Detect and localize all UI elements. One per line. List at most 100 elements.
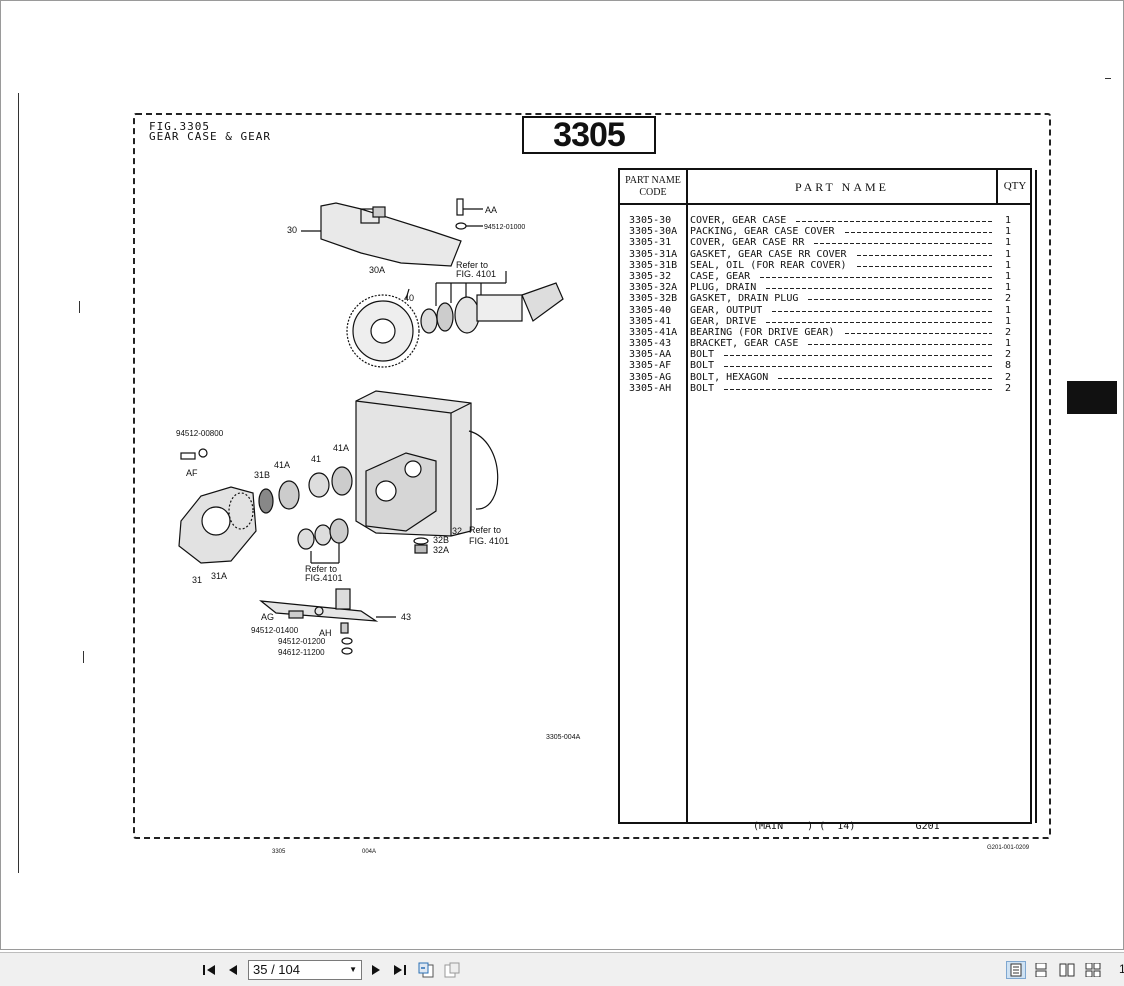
callout-refer-fig4101-top-2: FIG. 4101: [456, 269, 496, 279]
part-name: GASKET, GEAR CASE RR COVER: [690, 248, 847, 260]
part-qty: 2: [1004, 371, 1012, 383]
part-code: 3305-32B: [629, 293, 678, 305]
sheet-mark-bottom-right: G201-001-0209: [987, 845, 1030, 851]
leader-dashes: [724, 360, 992, 372]
callout-32: 32: [452, 526, 462, 536]
part-qty: 8: [1004, 360, 1012, 372]
skip-last-icon: [394, 965, 406, 975]
callout-refer-fig4101-top-1: Refer to: [456, 260, 488, 270]
callout-31b: 31B: [254, 470, 270, 480]
table-row: 3305-31A GASKET, GEAR CASE RR COVER 1: [620, 248, 1030, 260]
part-name: BOLT: [690, 360, 715, 372]
triangle-left-icon: [229, 965, 237, 975]
continuous-pages-icon: [1035, 963, 1047, 977]
part-code: 3305-41A: [629, 326, 678, 338]
triangle-right-icon: [372, 965, 380, 975]
table-right-border: [1035, 170, 1037, 823]
leader-dashes: [845, 326, 992, 338]
continuous-facing-icon: [1085, 963, 1101, 977]
callout-41a-left: 41A: [274, 460, 290, 470]
callout-30a: 30A: [369, 265, 385, 275]
facing-pages-icon: [1059, 963, 1075, 977]
next-view-icon: [444, 962, 460, 978]
part-qty: 1: [1004, 270, 1012, 282]
go-back-view-button[interactable]: [417, 961, 435, 979]
part-name: PLUG, DRAIN: [690, 282, 757, 294]
part-code: 3305-31A: [629, 248, 678, 260]
callout-aa: AA: [485, 205, 497, 215]
part-qty: 2: [1004, 293, 1012, 305]
header-code-line2: CODE: [639, 187, 667, 198]
sheet-mark-bottom-mid: 004A: [362, 849, 377, 855]
header-qty: QTY: [1003, 180, 1027, 192]
part-name: BOLT: [690, 349, 715, 361]
part-name: BEARING (FOR DRIVE GEAR): [690, 326, 835, 338]
part-name: CASE, GEAR: [690, 270, 751, 282]
leader-dashes: [845, 226, 992, 238]
callout-41: 41: [311, 454, 321, 464]
part-code: 3305-32: [629, 270, 672, 282]
table-header-divider: [620, 203, 1030, 205]
part-code: 3305-AG: [629, 371, 672, 383]
callout-refer-fig4101-bottom-2: FIG.4101: [305, 573, 343, 583]
callout-refer-fig4101-right-2: FIG. 4101: [469, 536, 509, 546]
figure-name-label: GEAR CASE & GEAR: [149, 130, 271, 143]
callout-32b: 32B: [433, 535, 449, 545]
drawing-reference-code: 3305-004A: [546, 734, 581, 741]
part-qty: 2: [1004, 326, 1012, 338]
exploded-parts-drawing: AA 94512-01000 30 30A Refer to FIG. 4101…: [176, 198, 564, 657]
part-code: 3305-32A: [629, 282, 678, 294]
table-column-divider: [996, 170, 998, 204]
dropdown-arrow-icon: ▼: [349, 965, 357, 974]
leader-dashes: [766, 315, 992, 327]
skip-first-icon: [203, 965, 215, 975]
callout-94512-01200: 94512-01200: [278, 637, 326, 646]
previous-page-button[interactable]: [224, 961, 242, 979]
part-name: BOLT, HEXAGON: [690, 371, 769, 383]
leader-dashes: [796, 215, 992, 226]
table-row: 3305-AG BOLT, HEXAGON 2: [620, 371, 1030, 383]
leader-dashes: [808, 293, 992, 305]
facing-view-button[interactable]: [1057, 961, 1077, 979]
leader-dashes: [857, 248, 992, 260]
callout-ah: AH: [319, 628, 332, 638]
figure-title: FIG.3305 GEAR CASE & GEAR: [149, 120, 271, 143]
single-page-view-button[interactable]: [1006, 961, 1026, 979]
leader-dashes: [772, 304, 992, 316]
table-footer: (MAIN ) ( 14) G201: [753, 821, 940, 832]
part-qty: 2: [1004, 349, 1012, 361]
part-qty: 1: [1004, 248, 1012, 260]
part-qty: 1: [1004, 282, 1012, 294]
callout-94612-11200: 94612-11200: [278, 648, 325, 657]
toolbar-edge-digit: 1: [1119, 962, 1124, 976]
callout-ag: AG: [261, 612, 274, 622]
part-code: 3305-AF: [629, 360, 672, 372]
leader-dashes: [857, 259, 992, 271]
part-name: GEAR, DRIVE: [690, 315, 757, 327]
continuous-view-button[interactable]: [1031, 961, 1051, 979]
figure-number-label: FIG.3305: [149, 120, 210, 133]
header-code-line1: PART NAME: [625, 175, 681, 186]
page-number-select[interactable]: 35 / 104 ▼: [248, 960, 362, 980]
go-forward-view-button[interactable]: [443, 961, 461, 979]
first-page-button[interactable]: [200, 961, 218, 979]
table-row: 3305-32A PLUG, DRAIN 1: [620, 282, 1030, 294]
part-qty: 1: [1004, 315, 1012, 327]
part-qty: 1: [1004, 237, 1012, 249]
leader-dashes: [814, 237, 992, 249]
part-code: 3305-40: [629, 304, 672, 316]
leader-dashes: [808, 338, 992, 350]
last-page-button[interactable]: [391, 961, 409, 979]
callout-94512-01000: 94512-01000: [484, 224, 525, 231]
continuous-facing-view-button[interactable]: [1083, 961, 1103, 979]
next-page-button[interactable]: [367, 961, 385, 979]
part-qty: 2: [1004, 382, 1012, 394]
document-viewport[interactable]: FIG.3305 GEAR CASE & GEAR 3305: [0, 0, 1124, 950]
sheet-mark-bottom-left: 3305: [272, 849, 286, 855]
